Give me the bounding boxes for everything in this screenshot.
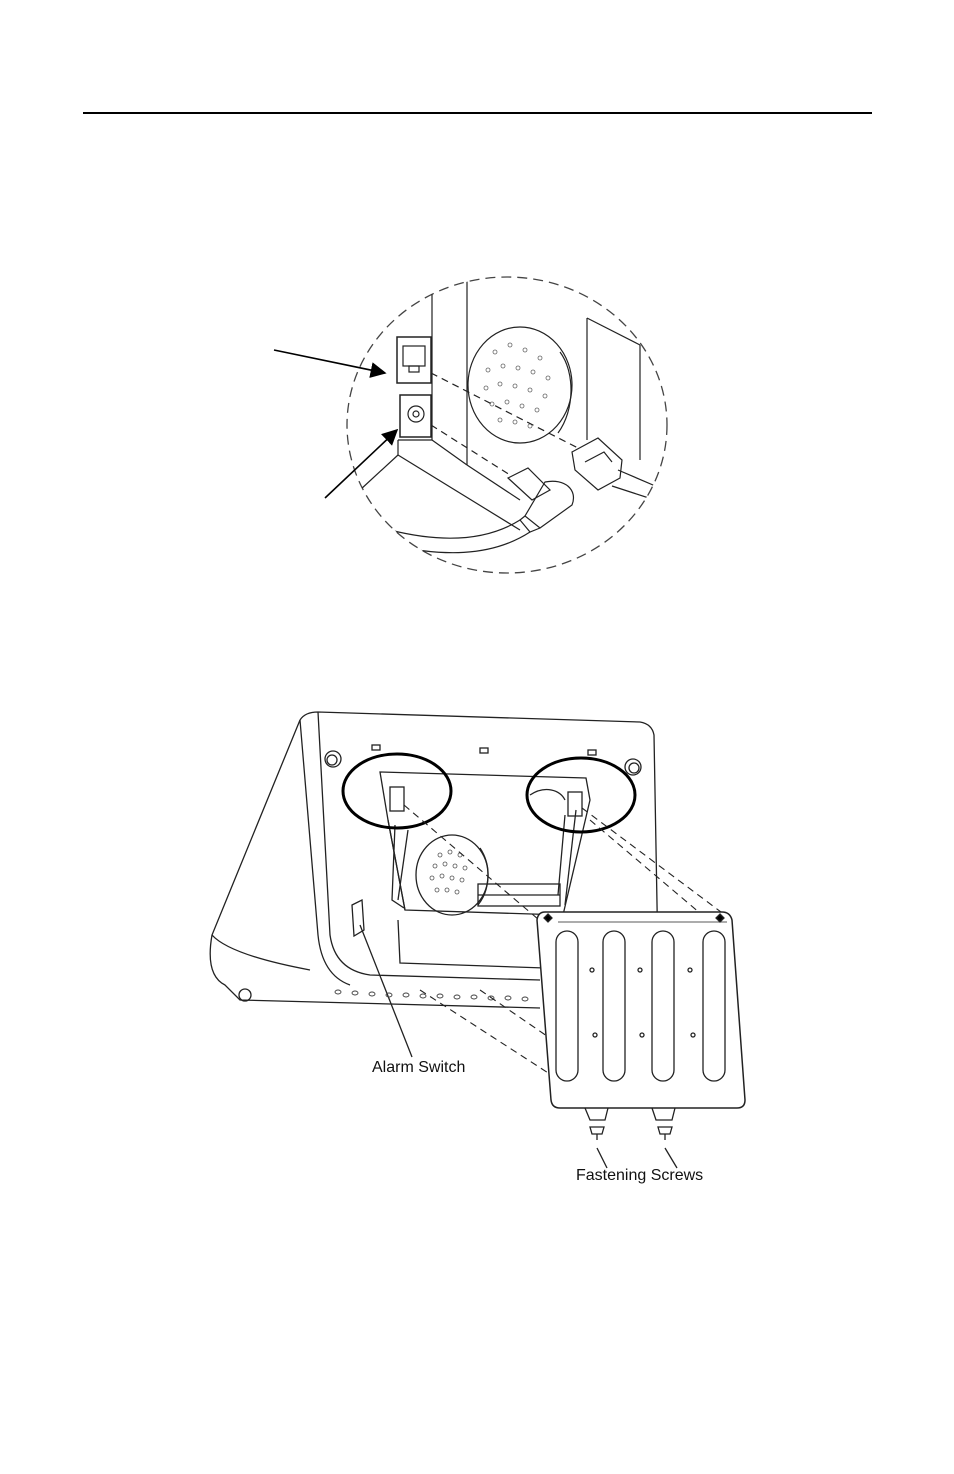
detail-circle xyxy=(347,277,667,573)
fastening-screws-label: Fastening Screws xyxy=(576,1167,703,1185)
connector-detail-figure xyxy=(0,0,954,620)
rj-jack-arrow xyxy=(274,350,385,373)
dc-jack-arrow xyxy=(325,430,397,498)
alarm-switch-label: Alarm Switch xyxy=(372,1059,465,1077)
